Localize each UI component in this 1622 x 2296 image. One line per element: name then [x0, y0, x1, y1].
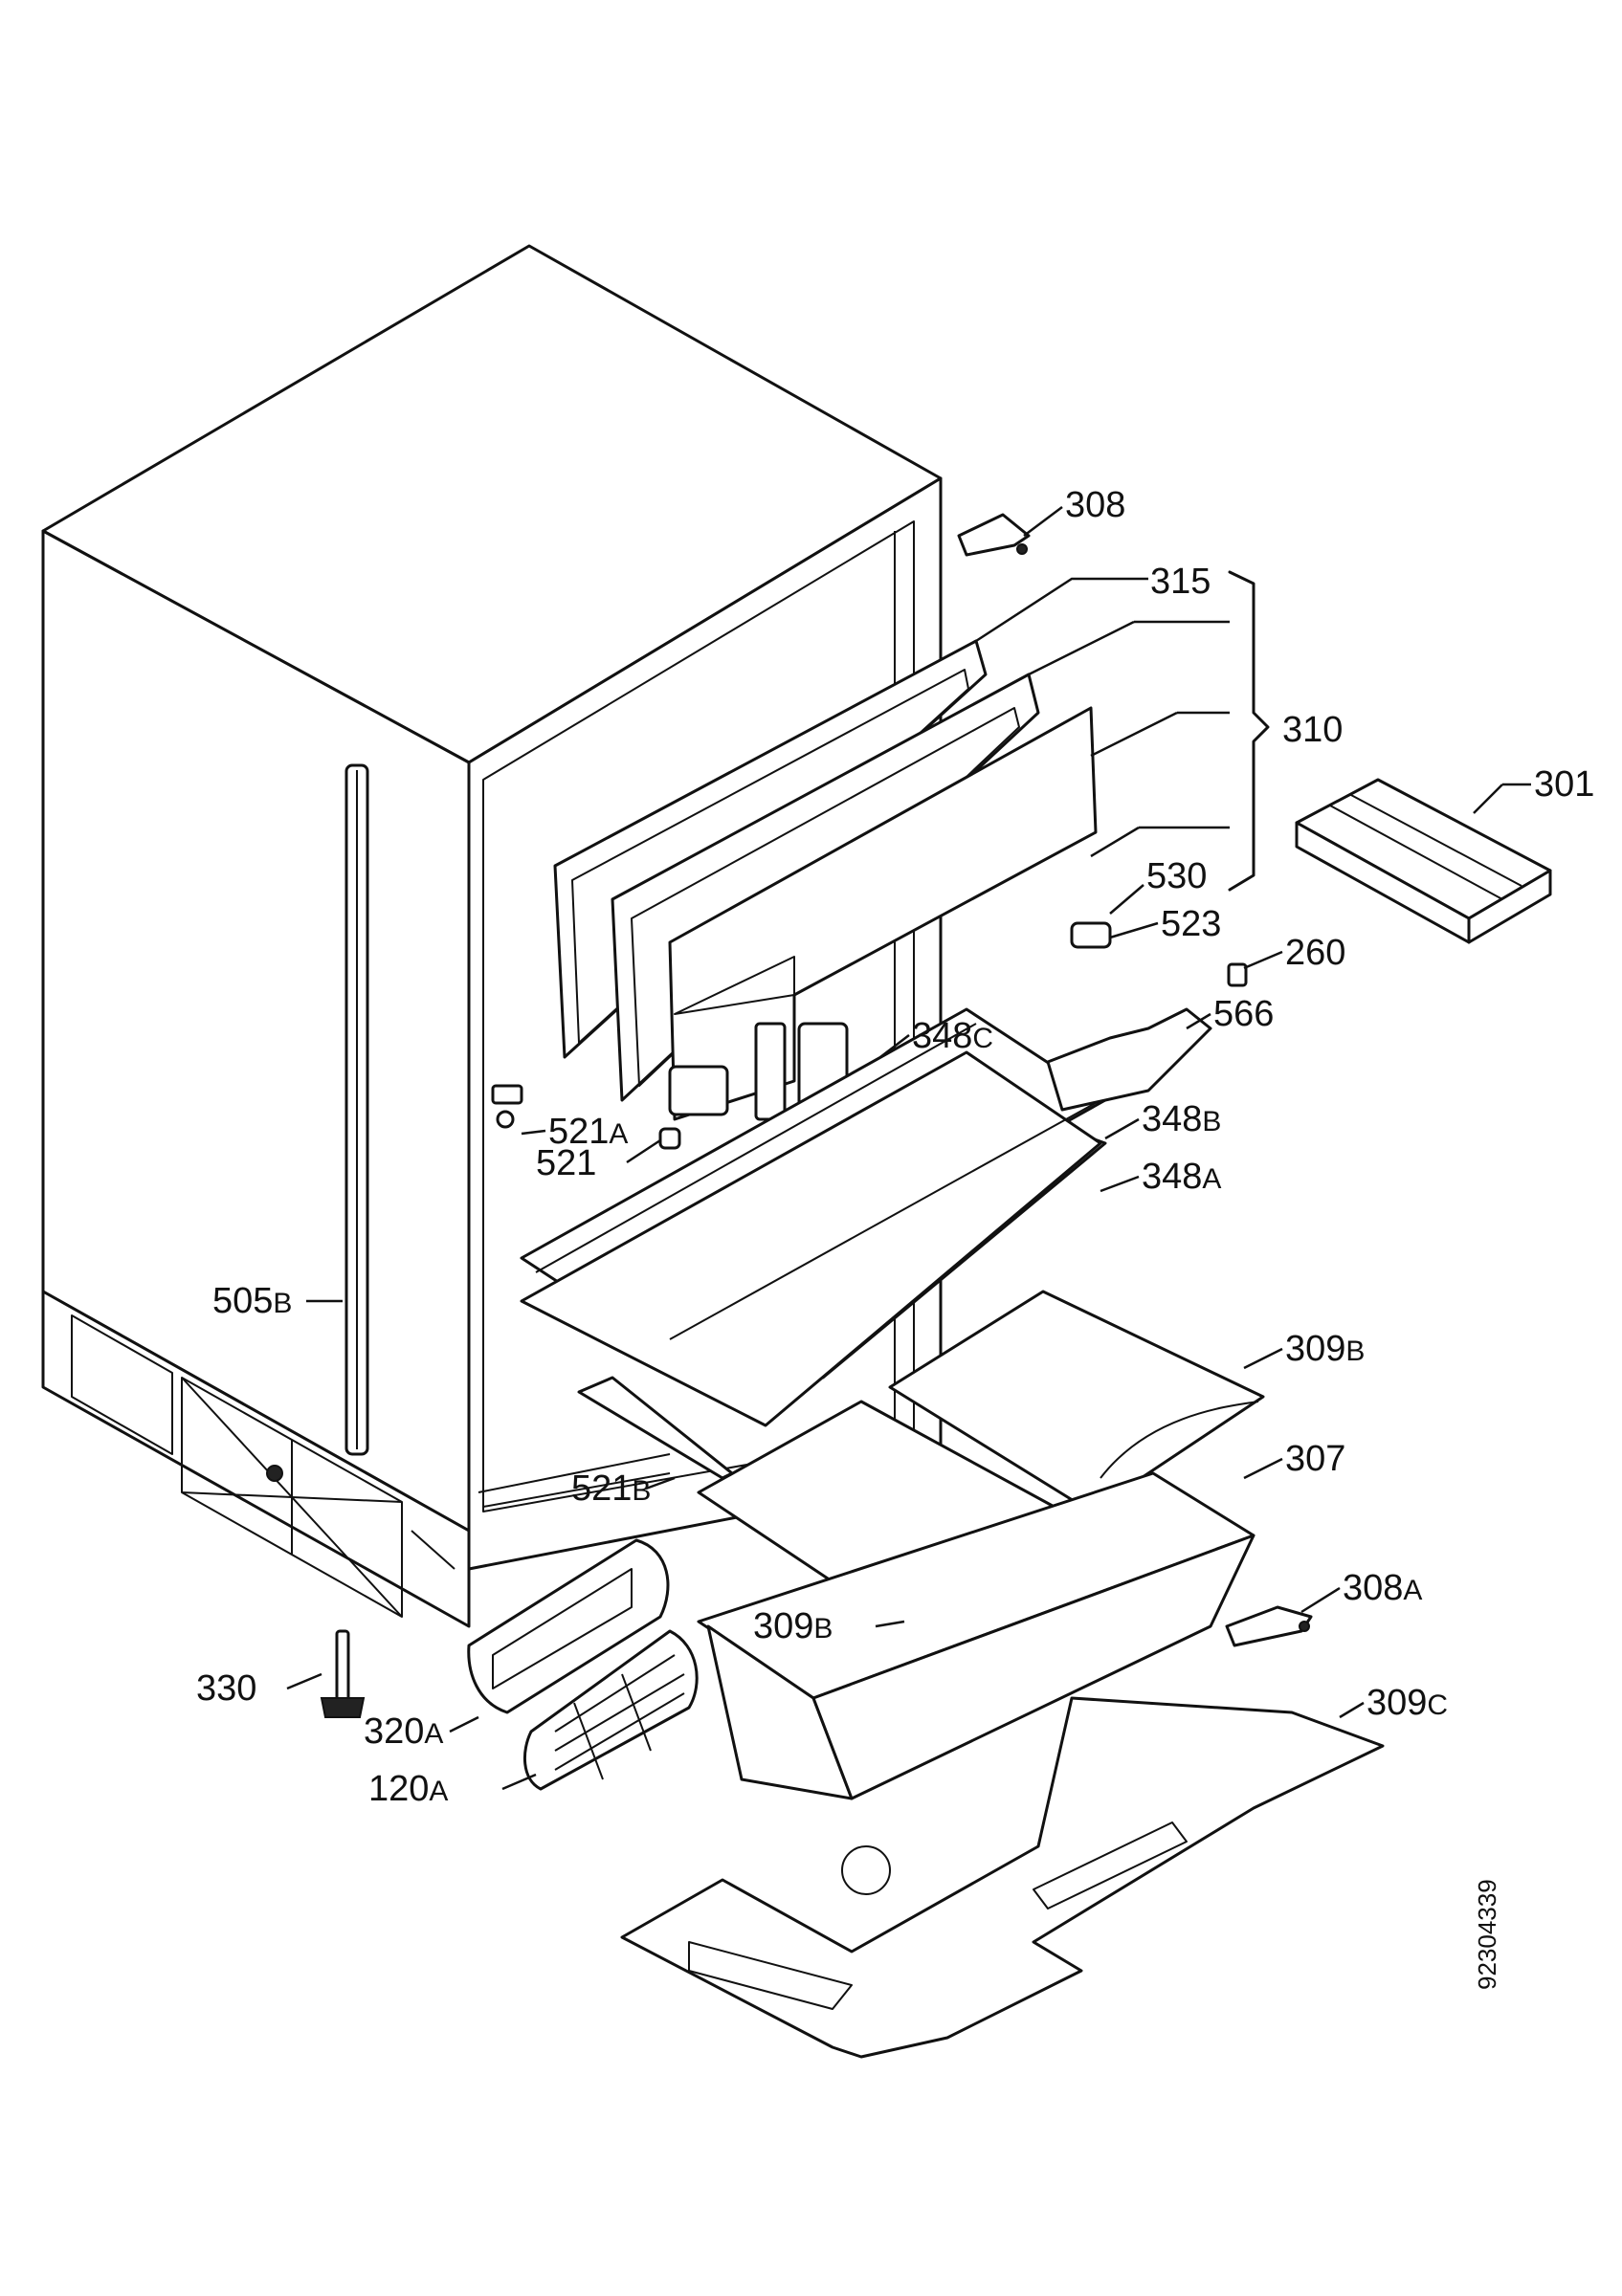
- vent-grille-320a: [467, 1538, 670, 1714]
- callout-348a: 348A: [1142, 1157, 1221, 1197]
- drawer-307: [697, 1471, 1255, 1800]
- callout-309b-bottom: 309B: [753, 1606, 833, 1646]
- plug-521: [658, 1127, 681, 1150]
- hinge-521a: [491, 1084, 523, 1129]
- callout-348c: 348C: [912, 1016, 993, 1056]
- callout-330: 330: [196, 1668, 256, 1709]
- base-plate-309c: [620, 1696, 1385, 2059]
- ice-cube-tray-301: [1295, 778, 1552, 944]
- callout-530: 530: [1146, 856, 1207, 896]
- callout-labels: 308 315 310 301 530 523 260 566 348C 521…: [196, 485, 1594, 1990]
- callout-307: 307: [1285, 1439, 1345, 1479]
- lamp-holder-523: [1070, 921, 1112, 949]
- callout-120a: 120A: [368, 1769, 448, 1809]
- door-outer-panel: [668, 706, 1098, 1121]
- callout-320a: 320A: [364, 1711, 443, 1752]
- callout-505b: 505B: [212, 1281, 292, 1321]
- callout-521: 521: [536, 1143, 596, 1183]
- callout-566: 566: [1213, 994, 1274, 1034]
- callout-521a: 521A: [548, 1112, 628, 1152]
- callout-308: 308: [1065, 485, 1125, 525]
- callout-521b: 521B: [571, 1468, 651, 1509]
- callout-301: 301: [1534, 764, 1594, 805]
- adjustable-foot-330: [320, 1629, 366, 1718]
- drawer-cover-309b-top: [888, 1290, 1265, 1513]
- callout-309c: 309C: [1366, 1683, 1448, 1723]
- filter-120a: [522, 1629, 699, 1791]
- hinge-521b: [577, 1376, 734, 1480]
- callout-308a: 308A: [1343, 1568, 1422, 1608]
- hinge-308a: [1225, 1605, 1313, 1647]
- callout-260: 260: [1285, 933, 1345, 973]
- callout-523: 523: [1161, 904, 1221, 944]
- shelf-348a: [520, 1050, 1102, 1427]
- callout-310: 310: [1282, 710, 1343, 750]
- scraper-566: [1046, 1007, 1212, 1112]
- hinge-308: [957, 513, 1031, 557]
- switch-260: [1227, 962, 1248, 987]
- document-number: 92304339: [1473, 1879, 1501, 1990]
- callout-315: 315: [1150, 562, 1211, 602]
- leader-lines: [286, 506, 1531, 1791]
- callout-348b: 348B: [1142, 1099, 1221, 1139]
- callout-309b-top: 309B: [1285, 1329, 1365, 1369]
